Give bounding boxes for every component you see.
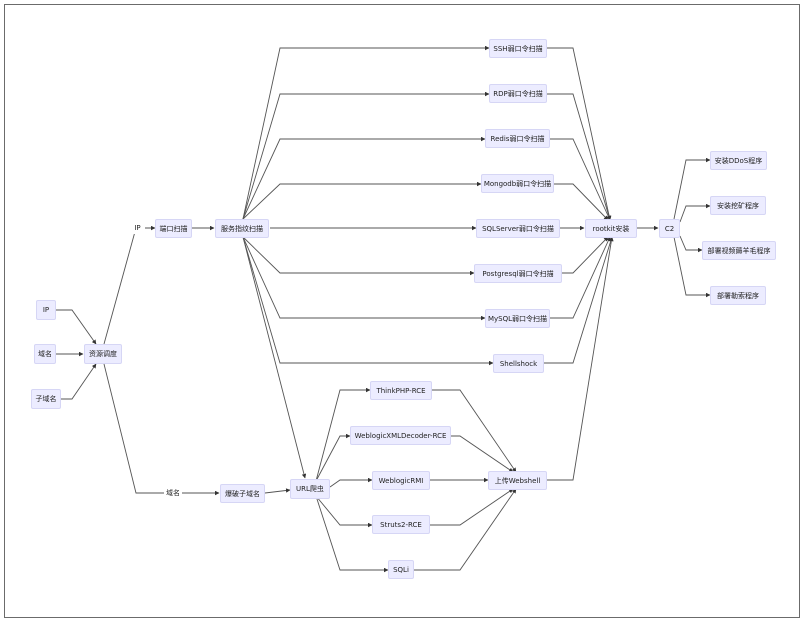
edge-mongodb-rootkit xyxy=(554,183,609,221)
edge-dispatch-portscan xyxy=(103,225,156,345)
edge-c2-ransomware xyxy=(673,236,711,298)
node-thinkphp-rce[interactable]: ThinkPHP-RCE xyxy=(370,381,432,400)
edge-crawler-weblogicxml xyxy=(315,433,351,482)
node-install-miner[interactable]: 安装挖矿程序 xyxy=(710,196,766,215)
node-ssh-scan[interactable]: SSH弱口令扫描 xyxy=(489,39,547,58)
edge-mysql-rootkit xyxy=(550,236,611,319)
edge-ip-dispatch xyxy=(56,309,97,345)
edge-fp-shellshock xyxy=(242,236,494,366)
node-domain-input[interactable]: 域名 xyxy=(34,344,56,364)
node-url-crawler[interactable]: URL爬虫 xyxy=(290,479,330,499)
edge-webshell-rootkit xyxy=(547,236,614,481)
node-upload-webshell[interactable]: 上传Webshell xyxy=(488,471,547,490)
edge-shellshock-rootkit xyxy=(544,236,613,364)
node-mysql-scan[interactable]: MySQL弱口令扫描 xyxy=(485,309,550,328)
edge-c2-ddos xyxy=(673,157,711,220)
node-rootkit-install[interactable]: rootkit安装 xyxy=(585,219,637,238)
node-rdp-scan[interactable]: RDP弱口令扫描 xyxy=(489,84,547,103)
edge-dispatch-brute xyxy=(103,363,220,496)
node-sqlserver-scan[interactable]: SQLServer弱口令扫描 xyxy=(476,219,560,238)
edge-redis-rootkit xyxy=(550,138,611,221)
node-weblogic-xmldecoder-rce[interactable]: WeblogicXMLDecoder-RCE xyxy=(350,426,451,445)
edge-c2-miner xyxy=(679,203,711,223)
edge-fp-ssh xyxy=(242,45,490,220)
edge-fp-postgresql xyxy=(242,236,475,276)
edge-crawler-struts2 xyxy=(315,495,373,528)
edge-ssh-rootkit xyxy=(547,47,612,221)
node-deploy-clickfraud[interactable]: 部署视频薅羊毛程序 xyxy=(702,241,776,260)
node-subdomain-brute[interactable]: 爆破子域名 xyxy=(220,484,265,503)
edge-brute-crawler xyxy=(264,488,291,494)
node-weblogic-rmi[interactable]: WeblogicRMI xyxy=(372,471,430,490)
edge-struts2-webshell xyxy=(430,488,514,526)
node-subdomain-input[interactable]: 子域名 xyxy=(31,389,61,409)
node-fingerprint[interactable]: 服务指纹扫描 xyxy=(215,219,269,238)
edge-fp-mysql xyxy=(242,236,486,321)
node-sqli[interactable]: SQLi xyxy=(388,560,414,579)
node-deploy-ransomware[interactable]: 部署勒索程序 xyxy=(710,286,766,305)
node-mongodb-scan[interactable]: Mongodb弱口令扫描 xyxy=(481,174,554,193)
node-postgresql-scan[interactable]: Postgresql弱口令扫描 xyxy=(474,264,562,283)
edge-fp-redis xyxy=(242,136,486,220)
node-install-ddos[interactable]: 安装DDoS程序 xyxy=(710,151,767,170)
edge-subdomain-dispatch xyxy=(61,363,97,400)
edge-label-ip: IP xyxy=(130,222,145,234)
edge-fp-rdp xyxy=(242,91,490,220)
node-redis-scan[interactable]: Redis弱口令扫描 xyxy=(485,129,550,148)
edge-rdp-rootkit xyxy=(547,93,612,221)
node-struts2-rce[interactable]: Struts2-RCE xyxy=(372,515,430,534)
edge-c2-clickfraud xyxy=(679,235,703,253)
node-ip-input[interactable]: IP xyxy=(36,300,56,320)
edge-thinkphp-webshell xyxy=(432,389,517,473)
node-shellshock[interactable]: Shellshock xyxy=(493,354,544,373)
node-dispatch[interactable]: 资源调度 xyxy=(84,344,122,364)
edge-crawler-weblogicrmi xyxy=(329,477,373,488)
node-c2[interactable]: C2 xyxy=(659,219,680,238)
node-port-scan[interactable]: 端口扫描 xyxy=(155,219,192,238)
edge-crawler-sqli xyxy=(315,495,389,573)
edge-crawler-thinkphp xyxy=(315,387,371,482)
edge-fp-mongodb xyxy=(242,181,482,220)
edge-label-domain: 域名 xyxy=(164,487,182,499)
edge-sqli-webshell xyxy=(414,488,517,571)
edge-weblogicxml-webshell xyxy=(451,435,514,473)
edge-postgresql-rootkit xyxy=(562,236,609,274)
edge-fp-crawler xyxy=(242,236,307,479)
